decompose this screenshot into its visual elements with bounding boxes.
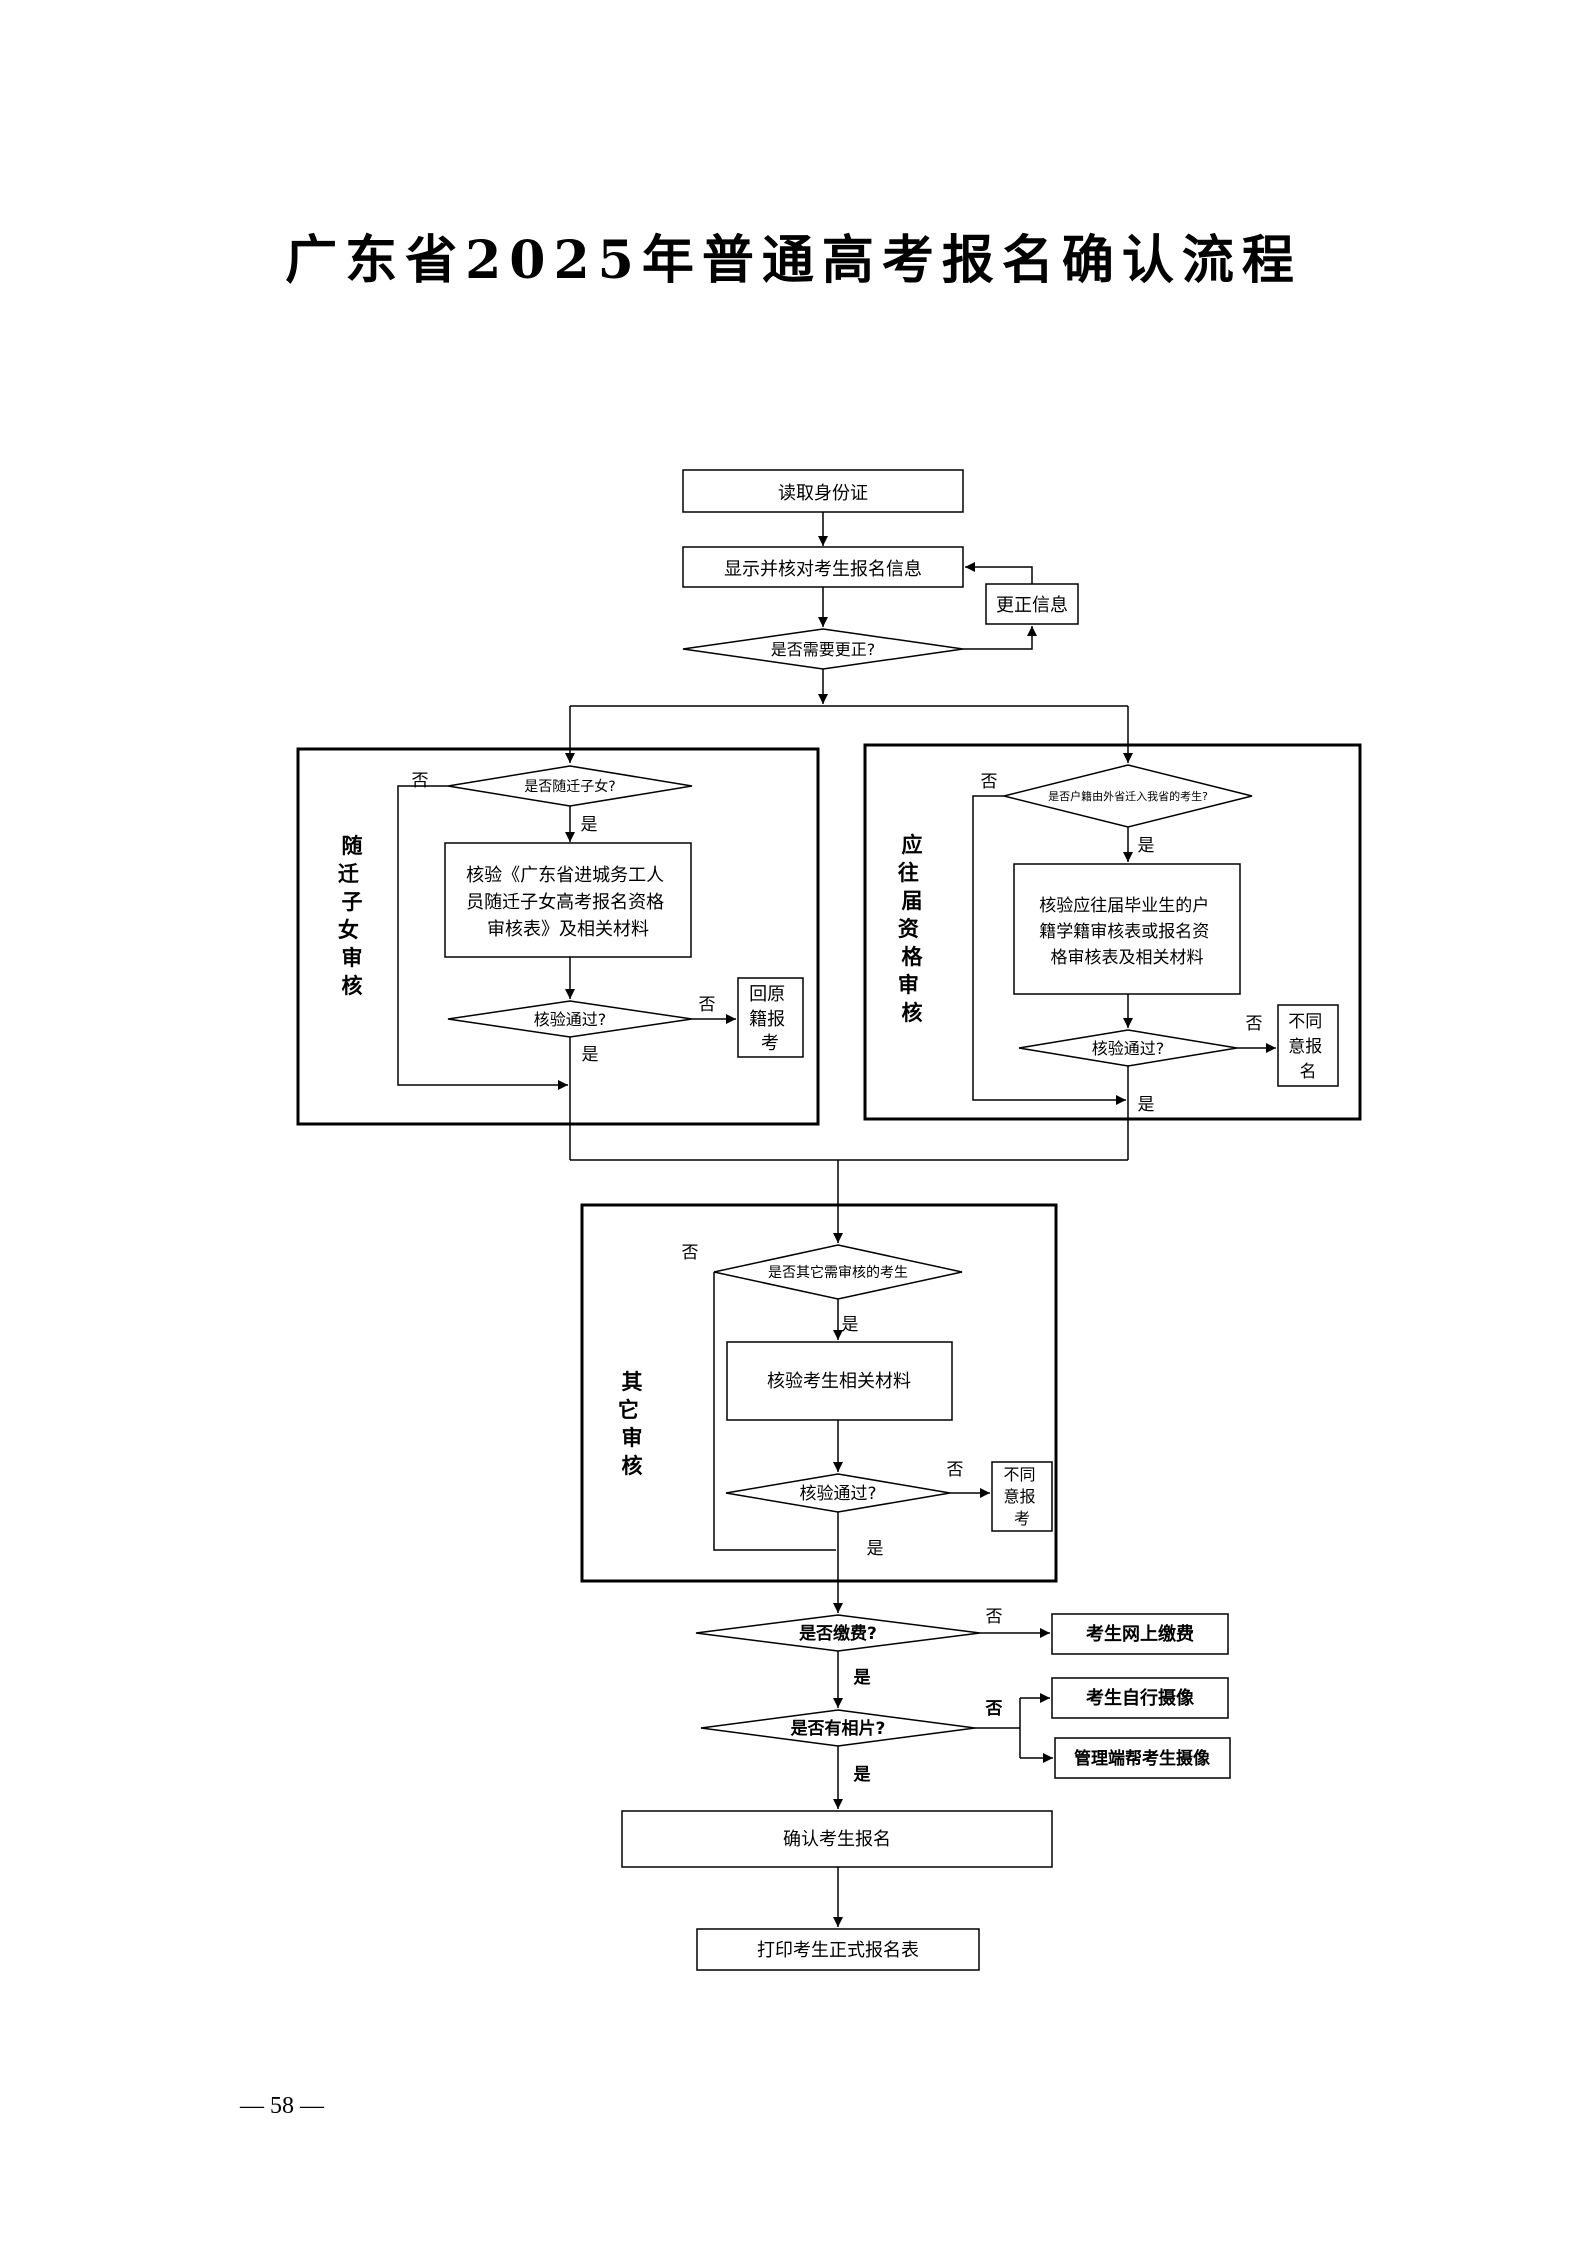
page-number: — 58 — [240,2093,324,2119]
migrant-review-label: 随迁 子女 审核 [338,834,366,998]
correct-info-text: 更正信息 [996,595,1068,616]
other-question-text: 是否其它需审核的考生 [768,1264,908,1281]
show-info-text: 显示并核对考生报名信息 [724,559,922,580]
other-pass-text: 核验通过? [799,1484,876,1504]
print-text: 打印考生正式报名表 [757,1940,919,1961]
graduate-pass-yes-label: 是 [1138,1095,1155,1115]
graduate-verify-box [1013,863,1241,995]
read-id-box [682,469,964,513]
migrant-no-label: 否 [412,771,429,791]
admin-photo-text: 管理端帮考生摄像 [1074,1748,1211,1769]
migrant-verify-box [444,842,692,958]
graduate-verify-text: 核验应往届毕业生的户 籍学籍审核表或报名资 格审核表及相关材料 [1039,896,1214,968]
other-fail-box [991,1461,1053,1532]
migrant-verify-text: 核验《广东省进城务工人 员随迁子女高考报名资格 审核表》及相关材料 [466,865,670,940]
photo-no-label: 否 [985,1699,1003,1719]
pay-online-text: 考生网上缴费 [1086,1623,1194,1645]
graduate-pass-text: 核验通过? [1092,1039,1165,1058]
other-fail-text: 不同 意报 考 [1003,1465,1040,1528]
other-yes-label: 是 [842,1315,859,1335]
arrow-decision-to-correct [963,626,1037,650]
other-review-frame [580,1203,1058,1583]
graduate-fail-box [1277,1004,1339,1087]
graduate-fail-no-label: 否 [1246,1014,1263,1034]
graduate-no-path [972,795,1126,1105]
migrant-yes-label: 是 [581,815,598,835]
graduate-fail-text: 不同 意报 名 [1288,1012,1327,1082]
graduate-review-label: 应往 届资 格审 核 [898,833,926,1025]
migrant-pass-text: 核验通过? [534,1010,607,1029]
migrant-review-frame [296,747,820,1126]
other-review-label: 其它 审核 [618,1370,646,1478]
other-verify-text: 核验考生相关材料 [767,1371,911,1392]
confirm-text: 确认考生报名 [783,1829,891,1850]
confirm-box [621,1810,1053,1868]
read-id-text: 读取身份证 [778,483,868,504]
other-fail-no-label: 否 [947,1460,964,1480]
pay-online-box [1051,1613,1229,1655]
print-box [696,1928,980,1971]
page-title: 广东省2025年普通高考报名确认流程 [285,230,1302,291]
migrant-fail-no-label: 否 [699,995,716,1015]
paid-yes-label: 是 [854,1668,871,1688]
arrow-correct-to-show [965,562,1033,584]
other-no-label: 否 [682,1243,699,1263]
other-pass-yes-label: 是 [867,1539,884,1559]
paid-question-text: 是否缴费? [799,1623,877,1644]
need-correct-text: 是否需要更正? [771,640,876,659]
migrant-no-path [397,785,568,1090]
migrant-fail-text: 回原 籍报 考 [749,984,791,1054]
paid-no-label: 否 [986,1607,1003,1627]
photo-question-text: 是否有相片? [791,1718,886,1739]
graduate-no-label: 否 [981,772,998,792]
migrant-question-text: 是否随迁子女? [524,778,615,795]
migrant-fail-box [737,977,804,1058]
graduate-question-text: 是否户籍由外省迁入我省的考生? [1048,789,1208,803]
migrant-pass-yes-label: 是 [582,1045,599,1065]
self-photo-text: 考生自行摄像 [1086,1687,1195,1709]
photo-yes-label: 是 [854,1765,871,1785]
other-no-bypass [713,1272,836,1551]
admin-photo-box [1054,1737,1231,1779]
self-photo-box [1051,1677,1229,1719]
graduate-review-frame [863,743,1362,1121]
other-verify-box [726,1341,953,1421]
graduate-yes-label: 是 [1138,836,1155,856]
